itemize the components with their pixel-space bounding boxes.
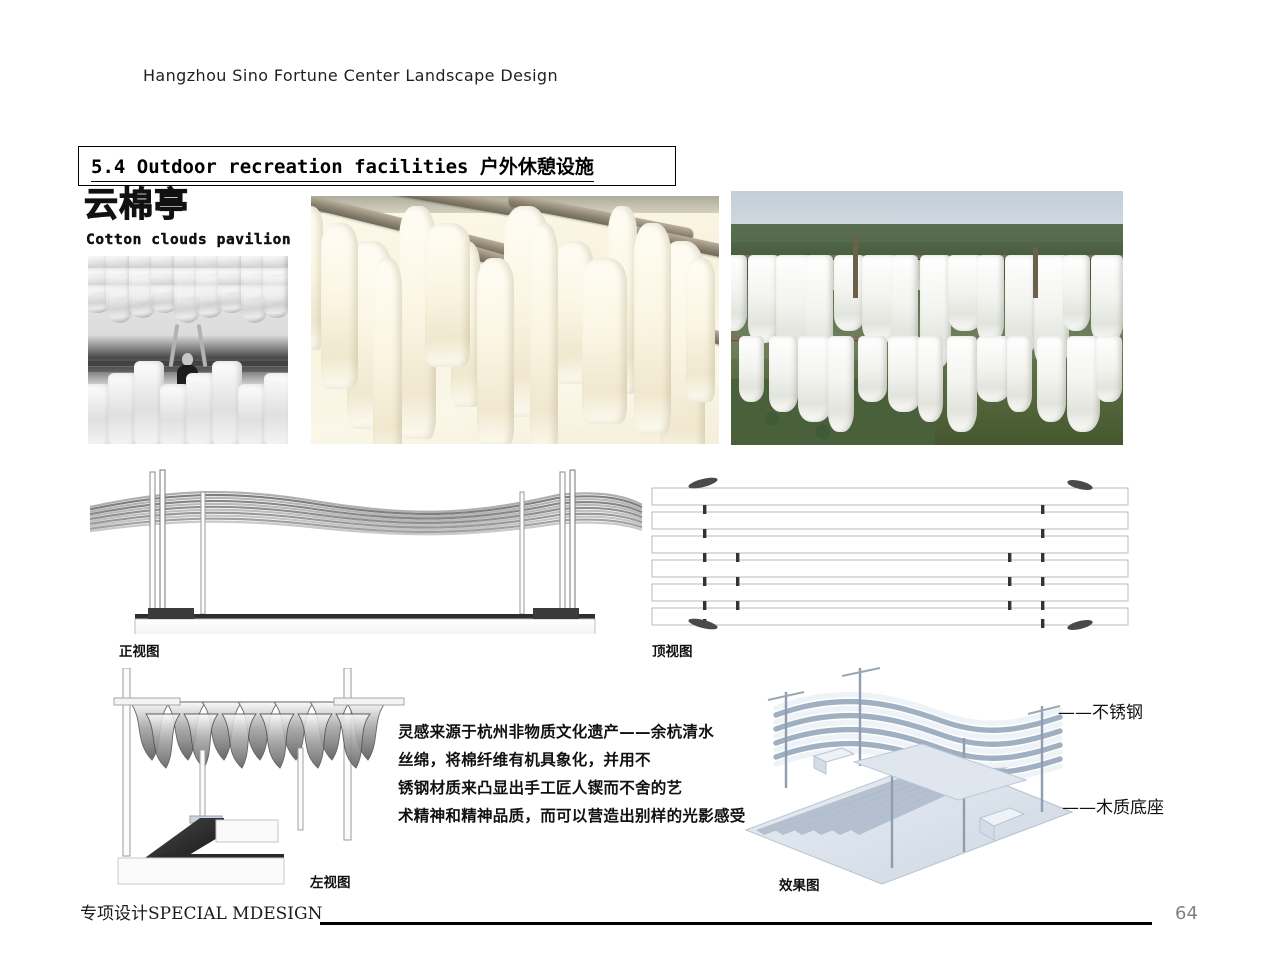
description-line: 丝绵，将棉纤维有机具象化，并用不 (398, 751, 651, 769)
pavilion-name-chinese: 云棉亭 (83, 185, 189, 225)
drawing-front-view (89, 469, 643, 634)
page-title: Hangzhou Sino Fortune Center Landscape D… (143, 66, 559, 85)
pavilion-name-english: Cotton clouds pavilion (86, 232, 292, 248)
label-top-view: 顶视图 (652, 644, 693, 660)
description-line: 锈钢材质来凸显出手工匠人锲而不舍的艺 (398, 779, 683, 797)
photo-silk-floss-bamboo (311, 196, 719, 444)
photo-silk-mill-worker (88, 256, 288, 444)
drawing-left-view (113, 668, 405, 885)
label-left-view: 左视图 (310, 875, 351, 891)
design-description: 灵感来源于杭州非物质文化遗产——余杭清水 丝绵，将棉纤维有机具象化，并用不 锈钢… (398, 718, 818, 830)
footer-label: 专项设计SPECIAL MDESIGN (80, 904, 323, 924)
label-front-view: 正视图 (119, 644, 160, 660)
description-line: 灵感来源于杭州非物质文化遗产——余杭清水 (398, 723, 715, 741)
photo-quilts-drying (731, 191, 1123, 445)
callout-stainless-steel: ——不锈钢 (1058, 703, 1143, 723)
section-title-text: 5.4 Outdoor recreation facilities 户外休憩设施 (91, 152, 594, 182)
drawing-top-view (651, 477, 1129, 630)
section-title-box: 5.4 Outdoor recreation facilities 户外休憩设施 (78, 146, 676, 186)
page-number: 64 (1175, 903, 1198, 924)
drawing-render-3d (744, 667, 1074, 885)
label-render-view: 效果图 (779, 878, 820, 894)
footer-divider (320, 922, 1152, 925)
description-line: 术精神和精神品质，而可以营造出别样的光影感受 (398, 807, 746, 825)
callout-wooden-base: ——木质底座 (1062, 798, 1164, 818)
